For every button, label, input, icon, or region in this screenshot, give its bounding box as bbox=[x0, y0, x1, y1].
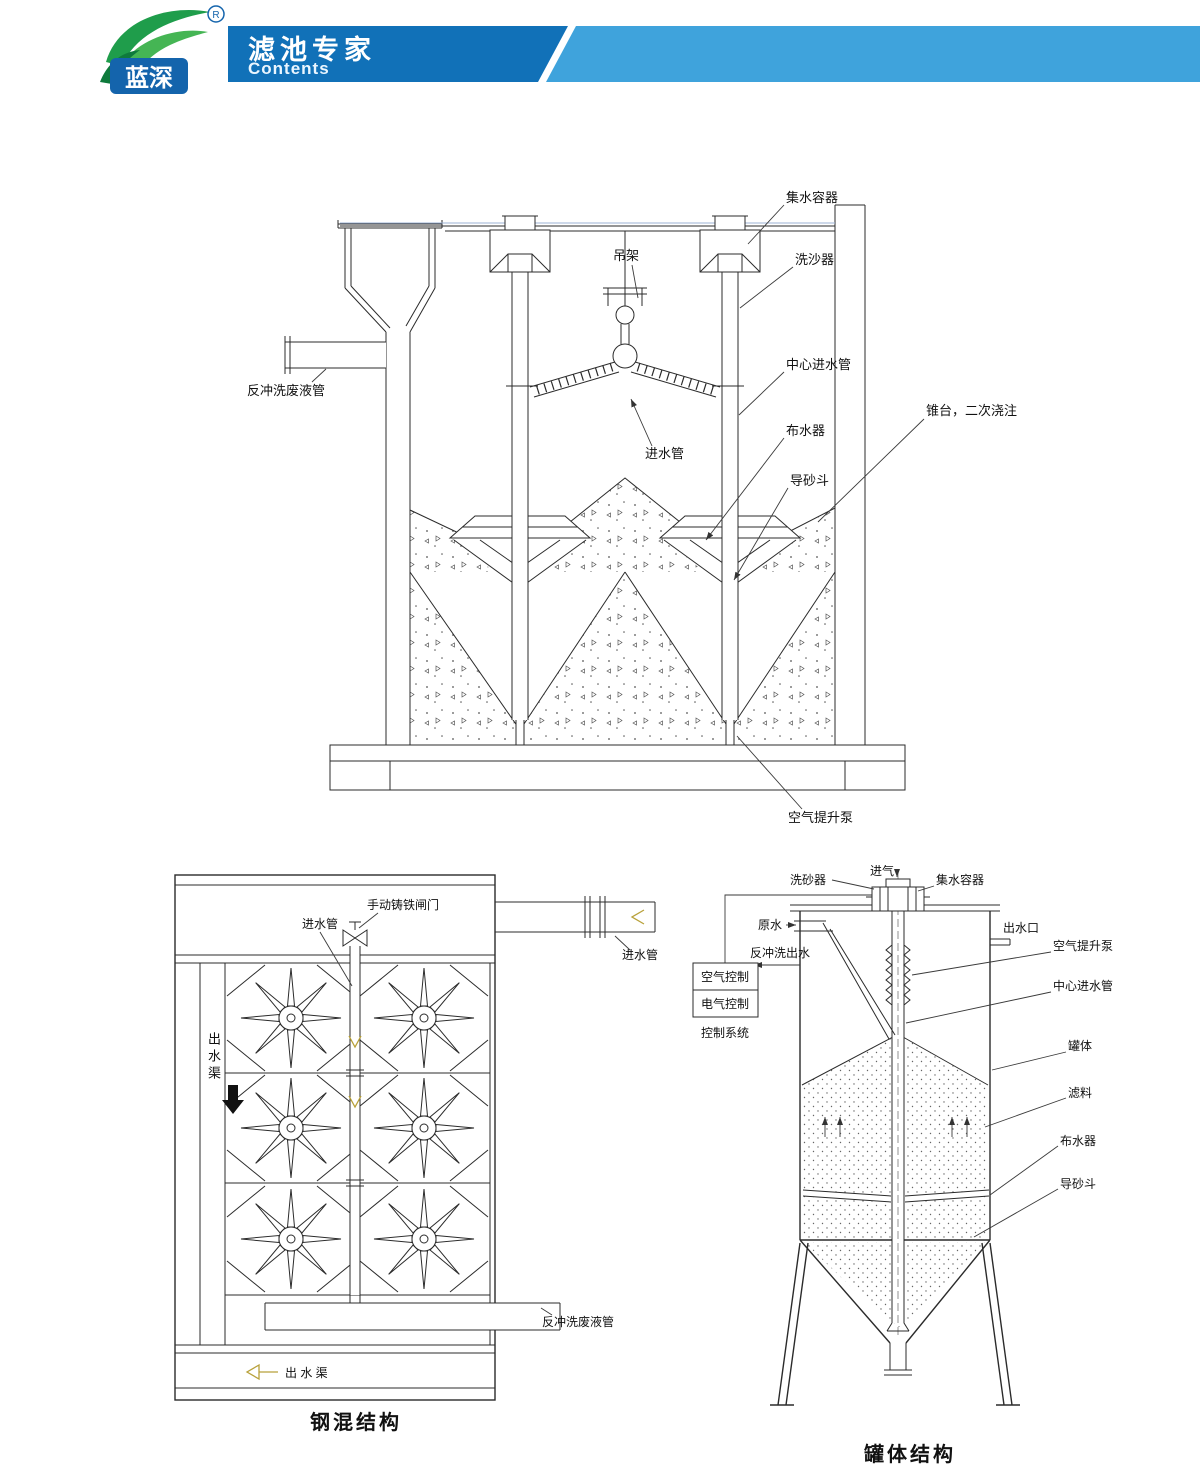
top-washer-assembly bbox=[866, 869, 930, 912]
banner bbox=[228, 26, 568, 82]
label-backwash-outlet: 反冲洗出水 bbox=[750, 945, 810, 960]
logo-text: 蓝深 bbox=[125, 65, 173, 92]
distributor-disc bbox=[802, 1189, 990, 1203]
inlet-and-outlets bbox=[754, 920, 1011, 1040]
page-subtitle: Contents bbox=[248, 59, 330, 78]
label-water-collector: 集水容器 bbox=[786, 190, 838, 205]
control-wire bbox=[724, 894, 872, 963]
label-filter-media: 滤料 bbox=[1068, 1086, 1092, 1100]
filter-wheel bbox=[359, 964, 489, 1072]
cone-center-pipes bbox=[506, 272, 744, 745]
label-outlet-channel-left: 出水渠 bbox=[206, 1032, 221, 1083]
page-title: 滤池专家 bbox=[248, 35, 376, 65]
label-water-distributor: 布水器 bbox=[786, 423, 825, 438]
inlet-pipe-assembly bbox=[342, 896, 656, 1295]
label-outlet-channel-bottom: 出 水 渠 bbox=[285, 1366, 328, 1380]
logo-box bbox=[110, 58, 188, 94]
label-raw-water: 原水 bbox=[758, 918, 782, 932]
label-sand-guide-hopper: 导砂斗 bbox=[790, 473, 829, 488]
left-wall-and-trough bbox=[284, 220, 443, 745]
left-diagram-leader-lines bbox=[319, 912, 631, 1316]
label-backwash-waste-pipe: 反冲洗废液管 bbox=[247, 383, 325, 398]
caption-concrete-structure: 钢混结构 bbox=[310, 1412, 402, 1434]
left-arrow-icon bbox=[245, 1363, 278, 1381]
filter-wheel bbox=[359, 1185, 489, 1293]
label-air-inlet: 进气 bbox=[870, 865, 894, 878]
right-wall-top-slab bbox=[340, 204, 866, 745]
banner-accent bbox=[546, 26, 1200, 82]
right-diagram-leader-lines bbox=[831, 879, 1067, 1238]
filter-wheel bbox=[359, 1074, 489, 1182]
filter-wheel bbox=[226, 1074, 356, 1182]
label-backwash-waste-pipe: 反冲洗废液管 bbox=[542, 1314, 614, 1329]
label-sand-washer: 洗沙器 bbox=[795, 252, 834, 267]
hanger-and-feed-pipes bbox=[529, 231, 721, 398]
label-inlet-pipe: 进水管 bbox=[645, 446, 684, 461]
label-air-lift-pump: 空气提升泵 bbox=[1053, 938, 1113, 953]
label-control-system: 控制系统 bbox=[701, 1026, 749, 1040]
label-manual-cast-iron-gate: 手动铸铁闸门 bbox=[367, 897, 439, 912]
label-hanger: 吊架 bbox=[613, 248, 639, 263]
label-tank-body: 罐体 bbox=[1068, 1039, 1092, 1053]
water-collectors bbox=[489, 215, 761, 273]
plan-structure bbox=[174, 874, 496, 1401]
label-center-inlet-pipe: 中心进水管 bbox=[1053, 978, 1113, 993]
left-diagram-concrete-plan: 手动铸铁闸门 进水管 进水管 反冲洗废液管 出 水 渠 bbox=[174, 874, 658, 1401]
caption-tank-structure: 罐体结构 bbox=[864, 1444, 956, 1466]
filter-wheel bbox=[226, 964, 356, 1072]
top-diagram-leader-lines bbox=[311, 204, 925, 810]
label-air-lift-pump: 空气提升泵 bbox=[788, 810, 853, 825]
filter-wheel bbox=[226, 1185, 356, 1293]
label-air-control: 空气控制 bbox=[701, 969, 749, 984]
flow-arrows bbox=[222, 1085, 278, 1381]
down-arrow-icon bbox=[222, 1085, 244, 1114]
bottom-backwash-pipe bbox=[264, 1295, 561, 1331]
label-water-outlet: 出水口 bbox=[1003, 921, 1039, 935]
label-center-inlet-pipe: 中心进水管 bbox=[786, 357, 851, 372]
foundation bbox=[329, 744, 906, 791]
label-water-collector: 集水容器 bbox=[936, 872, 984, 887]
registered-mark-icon bbox=[207, 5, 225, 23]
label-inlet-pipe-center: 进水管 bbox=[302, 916, 338, 931]
control-boxes: 空气控制 电气控制 控制系统 bbox=[692, 962, 759, 1040]
top-diagram-filter-section: 集水容器 吊架 洗沙器 中心进水管 布水器 导砂斗 锥台，二次浇注 反冲洗废液管… bbox=[247, 190, 1017, 825]
label-electric-control: 电气控制 bbox=[701, 996, 749, 1011]
label-inlet-pipe-right: 进水管 bbox=[622, 947, 658, 962]
brand-logo: 蓝深 R bbox=[100, 5, 225, 94]
label-cone-secondary-pour: 锥台，二次浇注 bbox=[926, 403, 1017, 418]
registered-mark-letter: R bbox=[212, 10, 219, 21]
center-pipe-assembly bbox=[885, 871, 911, 1335]
label-sand-washer: 洗砂器 bbox=[790, 873, 826, 887]
label-sand-guide-hopper: 导砂斗 bbox=[1060, 1177, 1096, 1191]
label-water-distributor: 布水器 bbox=[1060, 1134, 1096, 1148]
page-header: 蓝深 R 滤池专家 Contents bbox=[0, 0, 1200, 110]
right-diagram-tank-elevation: 空气控制 电气控制 控制系统 洗砂器 进气 集水容器 原水 反冲洗出水 出水口 … bbox=[692, 865, 1113, 1406]
